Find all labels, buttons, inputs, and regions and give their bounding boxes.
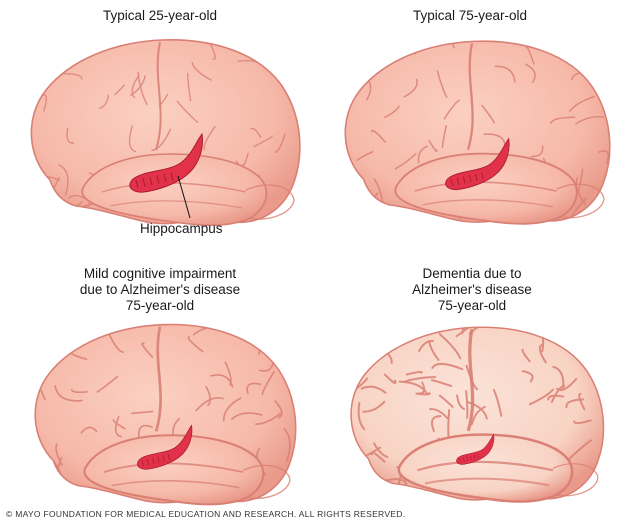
caption-line: Typical 25-year-old: [102, 8, 218, 23]
caption-line: Alzheimer's disease: [412, 282, 532, 297]
caption-line: Typical 75-year-old: [412, 8, 528, 23]
brain-panel-mci: [10, 312, 310, 512]
caption-line: due to Alzheimer's disease: [79, 282, 241, 297]
brain-illustration: [30, 39, 301, 227]
brain-illustration: [344, 40, 611, 225]
brain-panel-dementia: [322, 312, 622, 512]
caption-typical-75: Typical 75-year-old: [370, 8, 570, 24]
caption-dementia: Dementia due to Alzheimer's disease 75-y…: [352, 266, 592, 314]
brain-illustration: [34, 323, 297, 506]
caption-line: Mild cognitive impairment: [83, 266, 237, 281]
hippocampus: [137, 424, 193, 470]
copyright-notice: © MAYO FOUNDATION FOR MEDICAL EDUCATION …: [6, 509, 406, 519]
hippocampus-leader-line: [177, 175, 191, 219]
caption-line: Dementia due to: [422, 266, 522, 281]
brain-panel-typical-25: [10, 30, 310, 230]
hippocampus: [456, 433, 495, 465]
brain-panel-typical-75: [322, 30, 622, 230]
hippocampus: [445, 137, 510, 191]
caption-line: 75-year-old: [437, 298, 507, 313]
hippocampus: [129, 132, 203, 193]
caption-mci: Mild cognitive impairment due to Alzheim…: [40, 266, 280, 314]
hippocampus-label: Hippocampus: [140, 221, 223, 236]
caption-line: 75-year-old: [125, 298, 195, 313]
caption-typical-25: Typical 25-year-old: [60, 8, 260, 24]
brain-illustration: [350, 326, 605, 503]
